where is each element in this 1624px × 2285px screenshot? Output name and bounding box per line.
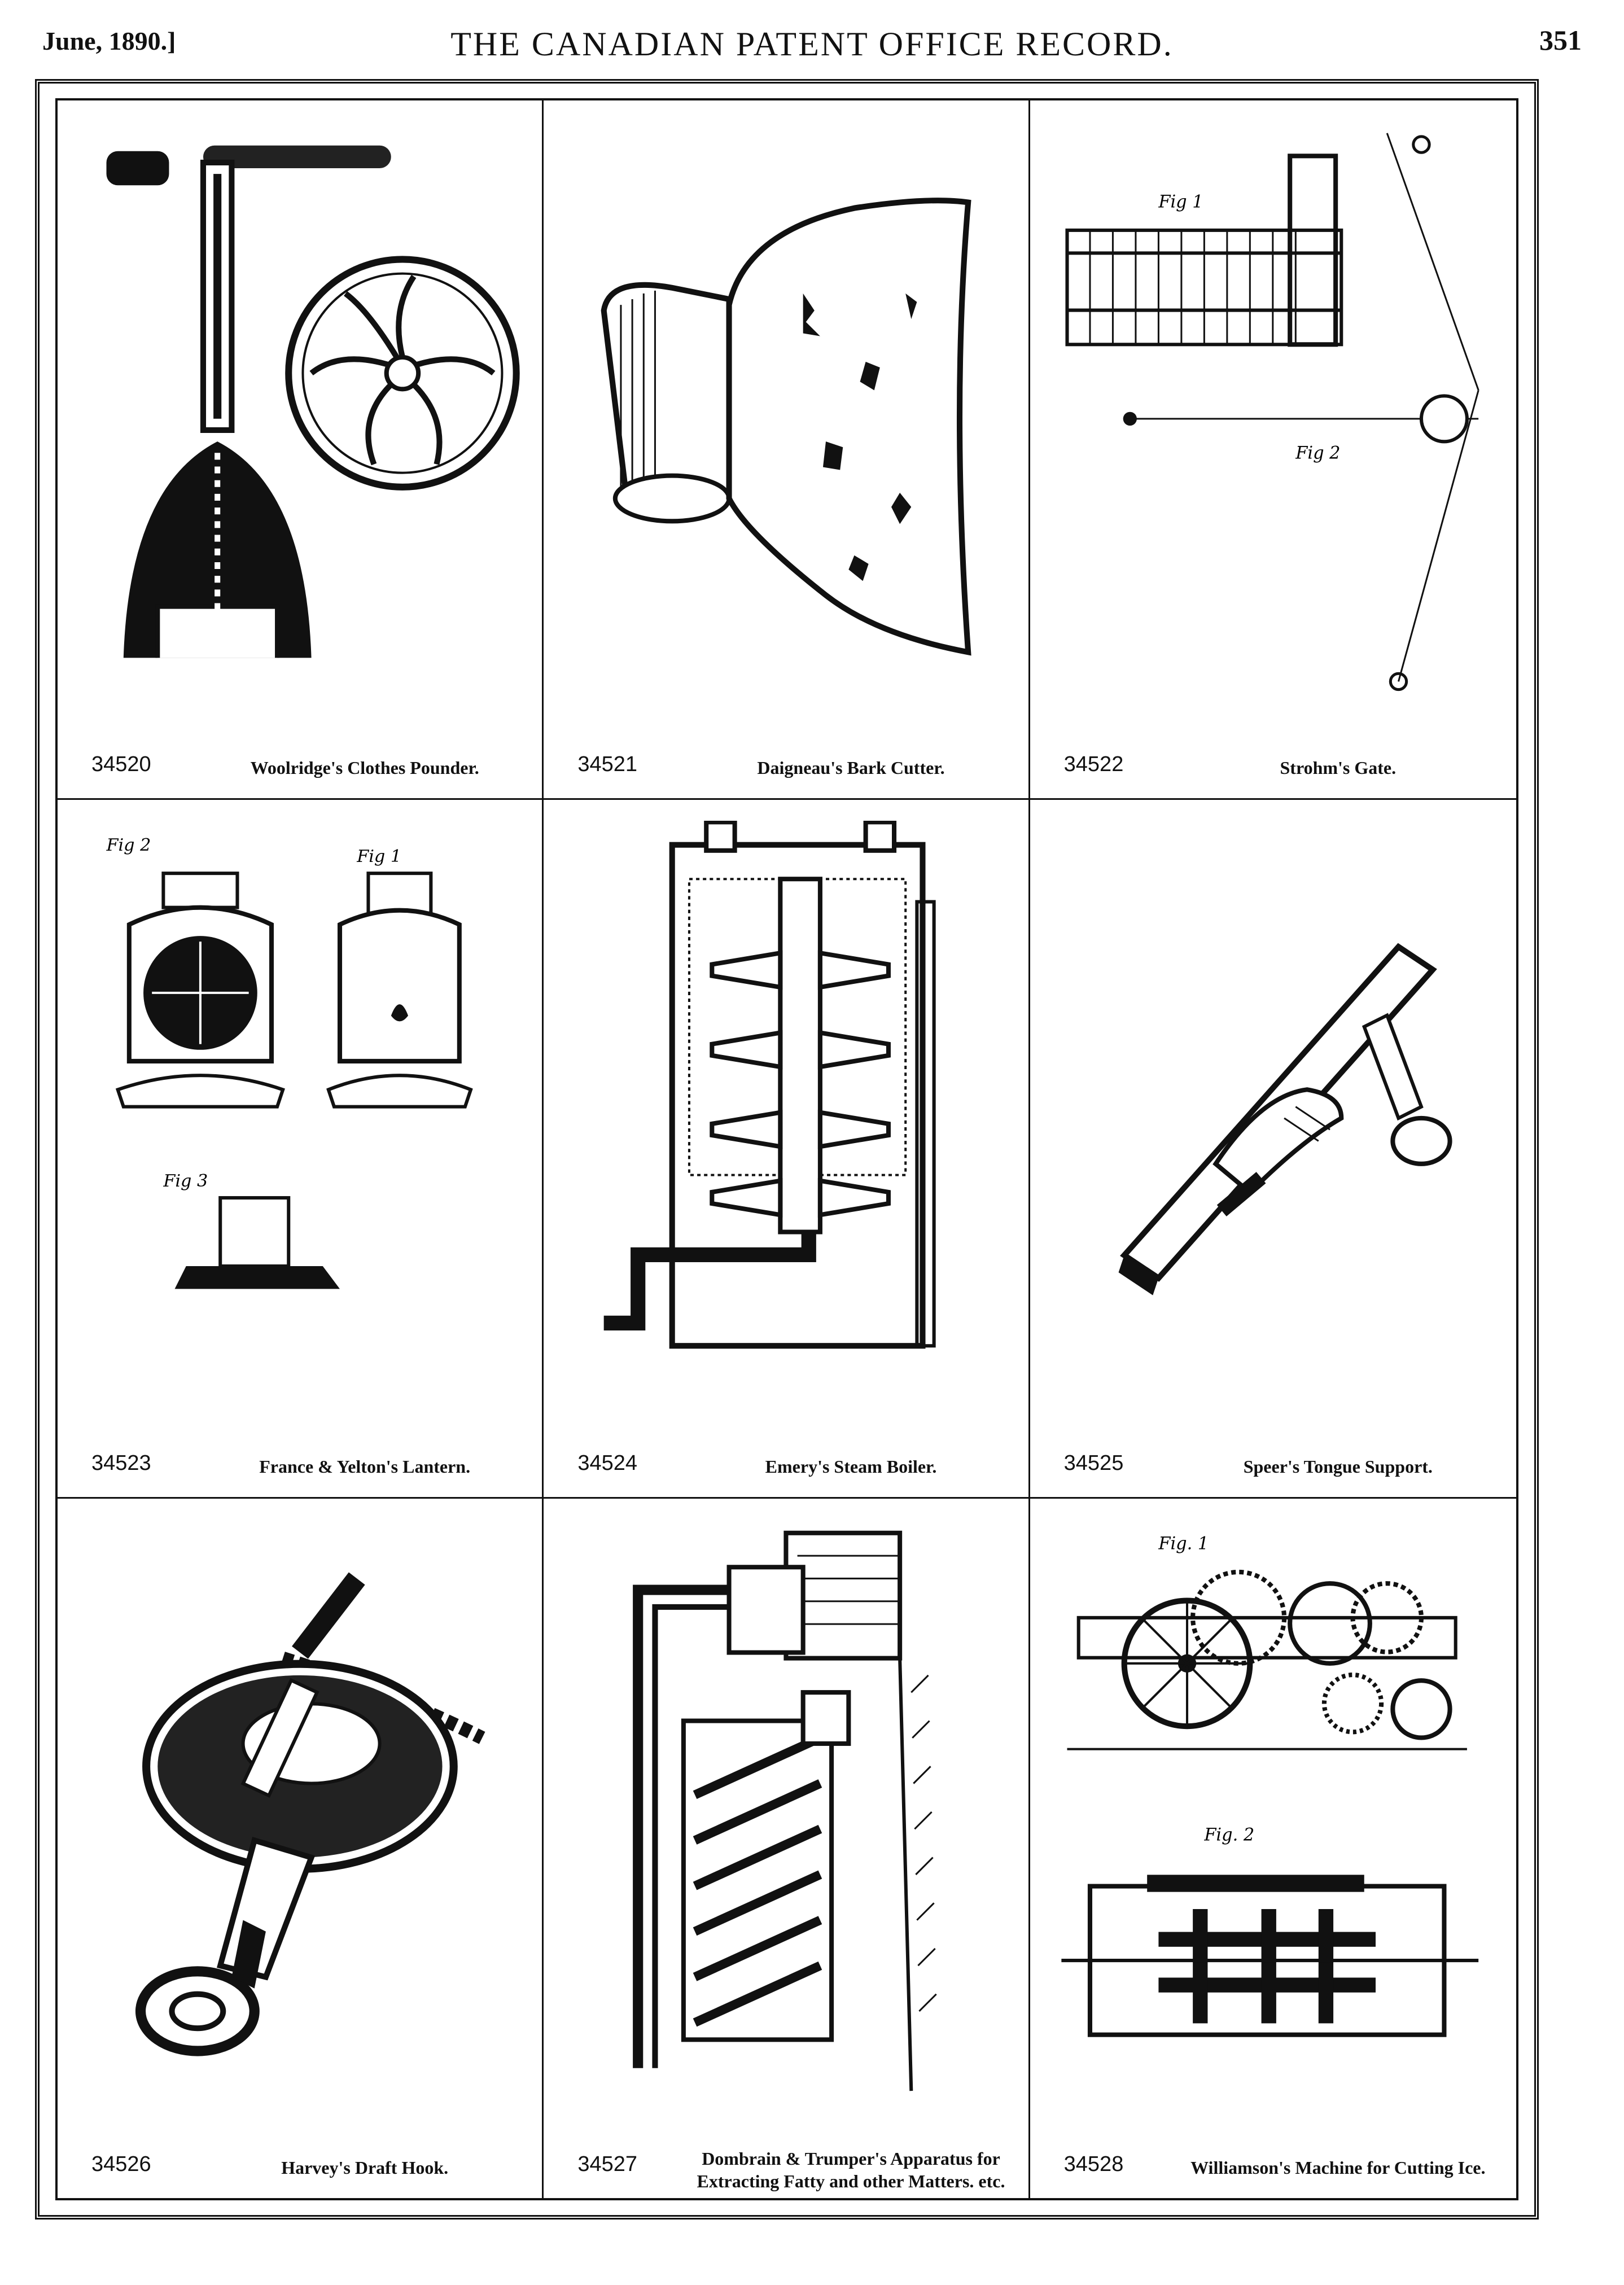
- patent-cell-34528: Fig. 1 Fig. 2: [1030, 1499, 1516, 2198]
- clothes-pounder-illustration: [72, 121, 528, 693]
- figure-label: Fig 2: [1295, 444, 1341, 463]
- patent-caption: Emery's Steam Boiler.: [765, 1456, 937, 1477]
- lantern-illustration: Fig 2 Fig 1 Fig 3: [72, 821, 528, 1393]
- patent-caption: Speer's Tongue Support.: [1243, 1456, 1433, 1477]
- patent-number: 34527: [577, 2152, 637, 2176]
- gate-illustration: Fig 1 Fig 2: [1044, 121, 1502, 693]
- patent-number: 34521: [577, 752, 637, 776]
- patent-cell-34524: 34524 Emery's Steam Boiler.: [544, 799, 1030, 1499]
- page-header: June, 1890.] THE CANADIAN PATENT OFFICE …: [0, 21, 1624, 72]
- patent-cell-34522: Fig 1 Fig 2 34522 Strohm's Gate.: [1030, 100, 1516, 800]
- ice-cutting-machine-illustration: Fig. 1 Fig. 2: [1044, 1520, 1502, 2093]
- tongue-support-illustration: [1044, 821, 1502, 1393]
- extracting-apparatus-illustration: [558, 1520, 1014, 2093]
- patent-caption: Daigneau's Bark Cutter.: [757, 757, 945, 778]
- patent-caption: Strohm's Gate.: [1280, 757, 1397, 778]
- patent-number: 34528: [1063, 2152, 1124, 2176]
- figure-label: Fig 1: [356, 847, 401, 866]
- journal-title: THE CANADIAN PATENT OFFICE RECORD.: [450, 25, 1174, 63]
- patent-number: 34520: [91, 752, 151, 776]
- patent-number: 34523: [91, 1451, 151, 1476]
- issue-date: June, 1890.]: [42, 27, 176, 55]
- patent-caption: Williamson's Machine for Cutting Ice.: [1190, 2157, 1486, 2178]
- draft-hook-illustration: [72, 1520, 528, 2093]
- patent-caption: Harvey's Draft Hook.: [281, 2157, 449, 2178]
- patent-grid: 34520 Woolridge's Clothes Pounder.: [55, 98, 1518, 2200]
- patent-number: 34524: [577, 1451, 637, 1476]
- figure-label: Fig. 2: [1204, 1826, 1255, 1845]
- patent-caption: France & Yelton's Lantern.: [259, 1456, 471, 1477]
- figure-label: Fig 1: [1158, 192, 1203, 212]
- patent-number: 34522: [1063, 752, 1124, 776]
- patent-number: 34526: [91, 2152, 151, 2176]
- figure-label: Fig 2: [106, 835, 151, 855]
- patent-number: 34525: [1063, 1451, 1124, 1476]
- patent-caption: Woolridge's Clothes Pounder.: [250, 757, 479, 778]
- figure-label: Fig 3: [163, 1171, 208, 1191]
- page-number: 351: [1539, 24, 1582, 56]
- steam-boiler-illustration: [558, 820, 1014, 1393]
- patent-cell-34525: 34525 Speer's Tongue Support.: [1030, 800, 1516, 1499]
- figure-label: Fig. 1: [1158, 1534, 1209, 1554]
- patent-cell-34520: 34520 Woolridge's Clothes Pounder.: [58, 100, 544, 800]
- patent-caption: Dombrain & Trumper's Apparatus for Extra…: [697, 2148, 1005, 2191]
- patent-cell-34526: 34526 Harvey's Draft Hook.: [58, 1499, 544, 2198]
- patent-cell-34527: 34527 Dombrain & Trumper's Apparatus for…: [544, 1499, 1030, 2198]
- patent-cell-34523: Fig 2 Fig 1 Fig 3 34523 France: [58, 799, 544, 1499]
- plate-frame: 34520 Woolridge's Clothes Pounder.: [35, 79, 1539, 2220]
- patent-cell-34521: 34521 Daigneau's Bark Cutter.: [544, 100, 1030, 800]
- bark-cutter-illustration: [558, 121, 1014, 693]
